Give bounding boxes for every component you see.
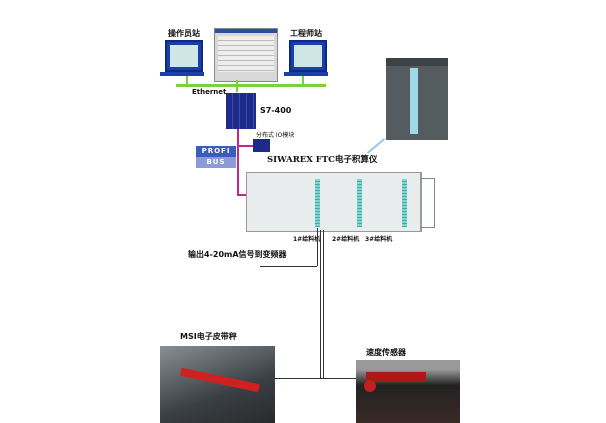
siwarex-rack bbox=[246, 172, 422, 232]
cable bbox=[320, 230, 321, 378]
feeder-1-label: 1#给料机 bbox=[293, 236, 321, 243]
speed-sensor-label: 速度传感器 bbox=[366, 348, 406, 357]
hmi-screen bbox=[214, 28, 278, 82]
operator-station-label: 操作员站 bbox=[168, 29, 200, 38]
output-signal-label: 输出4-20mA信号到变频器 bbox=[188, 250, 287, 259]
feeder-2-label: 2#给料机 bbox=[332, 236, 360, 243]
integrator-label: SIWAREX FTC电子积算仪 bbox=[267, 155, 378, 165]
ethernet-label: Ethernet bbox=[192, 88, 227, 96]
belt-scale-label: MSI电子皮带秤 bbox=[180, 332, 237, 341]
operator-station-monitor bbox=[165, 40, 203, 72]
ethernet-bus bbox=[176, 84, 326, 87]
s7-400-plc bbox=[226, 93, 256, 129]
engineer-station-monitor bbox=[289, 40, 327, 72]
plc-label: S7-400 bbox=[260, 106, 292, 115]
belt-scale-photo bbox=[160, 346, 275, 423]
distributed-io-module bbox=[253, 139, 270, 152]
profibus-line bbox=[237, 129, 239, 196]
cpu-module-photo bbox=[386, 58, 448, 140]
speed-sensor-photo bbox=[356, 360, 460, 423]
distributed-io-label: 分布式 IO模块 bbox=[256, 132, 295, 139]
feeder-3-label: 3#给料机 bbox=[365, 236, 393, 243]
engineer-station-label: 工程师站 bbox=[290, 29, 322, 38]
